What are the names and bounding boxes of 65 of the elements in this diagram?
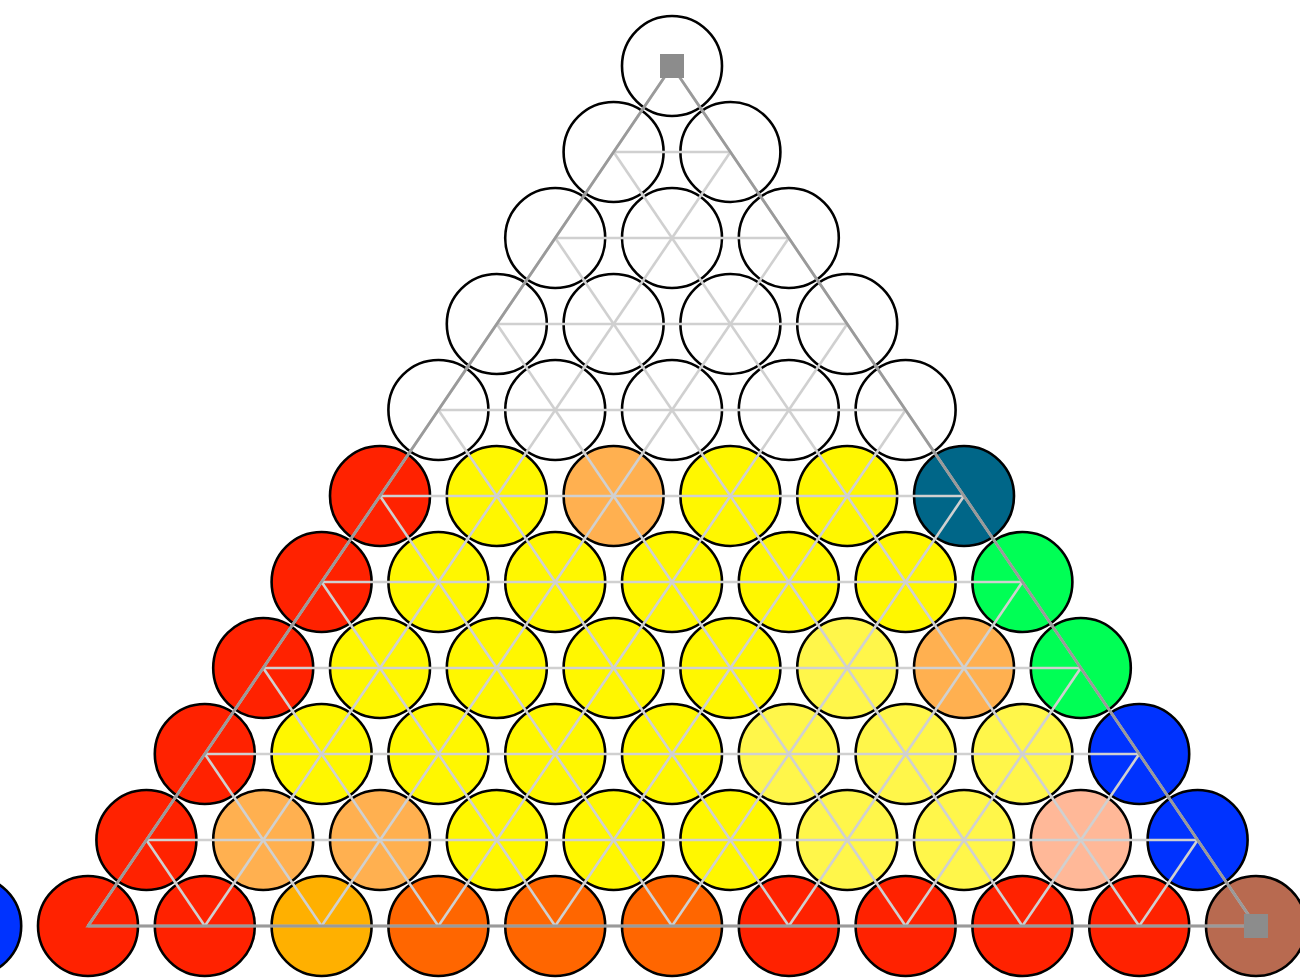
disc	[620, 14, 724, 118]
disc	[737, 530, 841, 634]
disc	[503, 358, 607, 462]
disc	[445, 788, 549, 892]
disc	[971, 530, 1074, 634]
disc	[1087, 874, 1191, 978]
disc	[795, 616, 899, 720]
disc	[620, 702, 724, 806]
disc	[503, 702, 607, 806]
disc	[1029, 616, 1133, 720]
disc	[562, 100, 665, 204]
disc	[912, 444, 1016, 548]
disc	[854, 874, 957, 978]
disc	[1029, 788, 1133, 892]
disc	[387, 874, 490, 978]
disc	[270, 874, 373, 978]
disc	[328, 788, 432, 892]
disc	[854, 702, 957, 806]
disc	[445, 272, 549, 376]
disc	[36, 874, 140, 978]
disc	[211, 616, 315, 720]
disc	[737, 186, 841, 290]
disc	[503, 874, 607, 978]
disc	[795, 272, 899, 376]
disc	[912, 788, 1016, 892]
disc	[95, 788, 198, 892]
disc	[211, 788, 315, 892]
disc	[387, 358, 490, 462]
disc	[562, 444, 665, 548]
disc	[737, 702, 841, 806]
disc	[737, 358, 841, 462]
disc	[737, 874, 841, 978]
disc	[795, 444, 899, 548]
disc	[503, 530, 607, 634]
disc	[387, 530, 490, 634]
disc	[971, 874, 1074, 978]
disc	[270, 702, 373, 806]
disc	[328, 616, 432, 720]
disc	[620, 530, 724, 634]
disc	[912, 616, 1016, 720]
disc	[445, 616, 549, 720]
disc	[620, 186, 724, 290]
disc	[153, 874, 257, 978]
disc	[503, 186, 607, 290]
disc	[562, 788, 665, 892]
disc	[854, 358, 957, 462]
disc	[153, 702, 257, 806]
disc	[679, 444, 782, 548]
disc	[562, 616, 665, 720]
disc	[620, 874, 724, 978]
disc	[971, 702, 1074, 806]
disc	[562, 272, 665, 376]
disc	[270, 530, 373, 634]
disc	[1146, 788, 1249, 892]
disc	[620, 358, 724, 462]
disc	[795, 788, 899, 892]
disc	[328, 444, 432, 548]
disc	[679, 788, 782, 892]
disc	[679, 272, 782, 376]
disc	[1087, 702, 1191, 806]
disc	[854, 530, 957, 634]
disc	[387, 702, 490, 806]
disc	[679, 100, 782, 204]
disc	[679, 616, 782, 720]
disc	[445, 444, 549, 548]
